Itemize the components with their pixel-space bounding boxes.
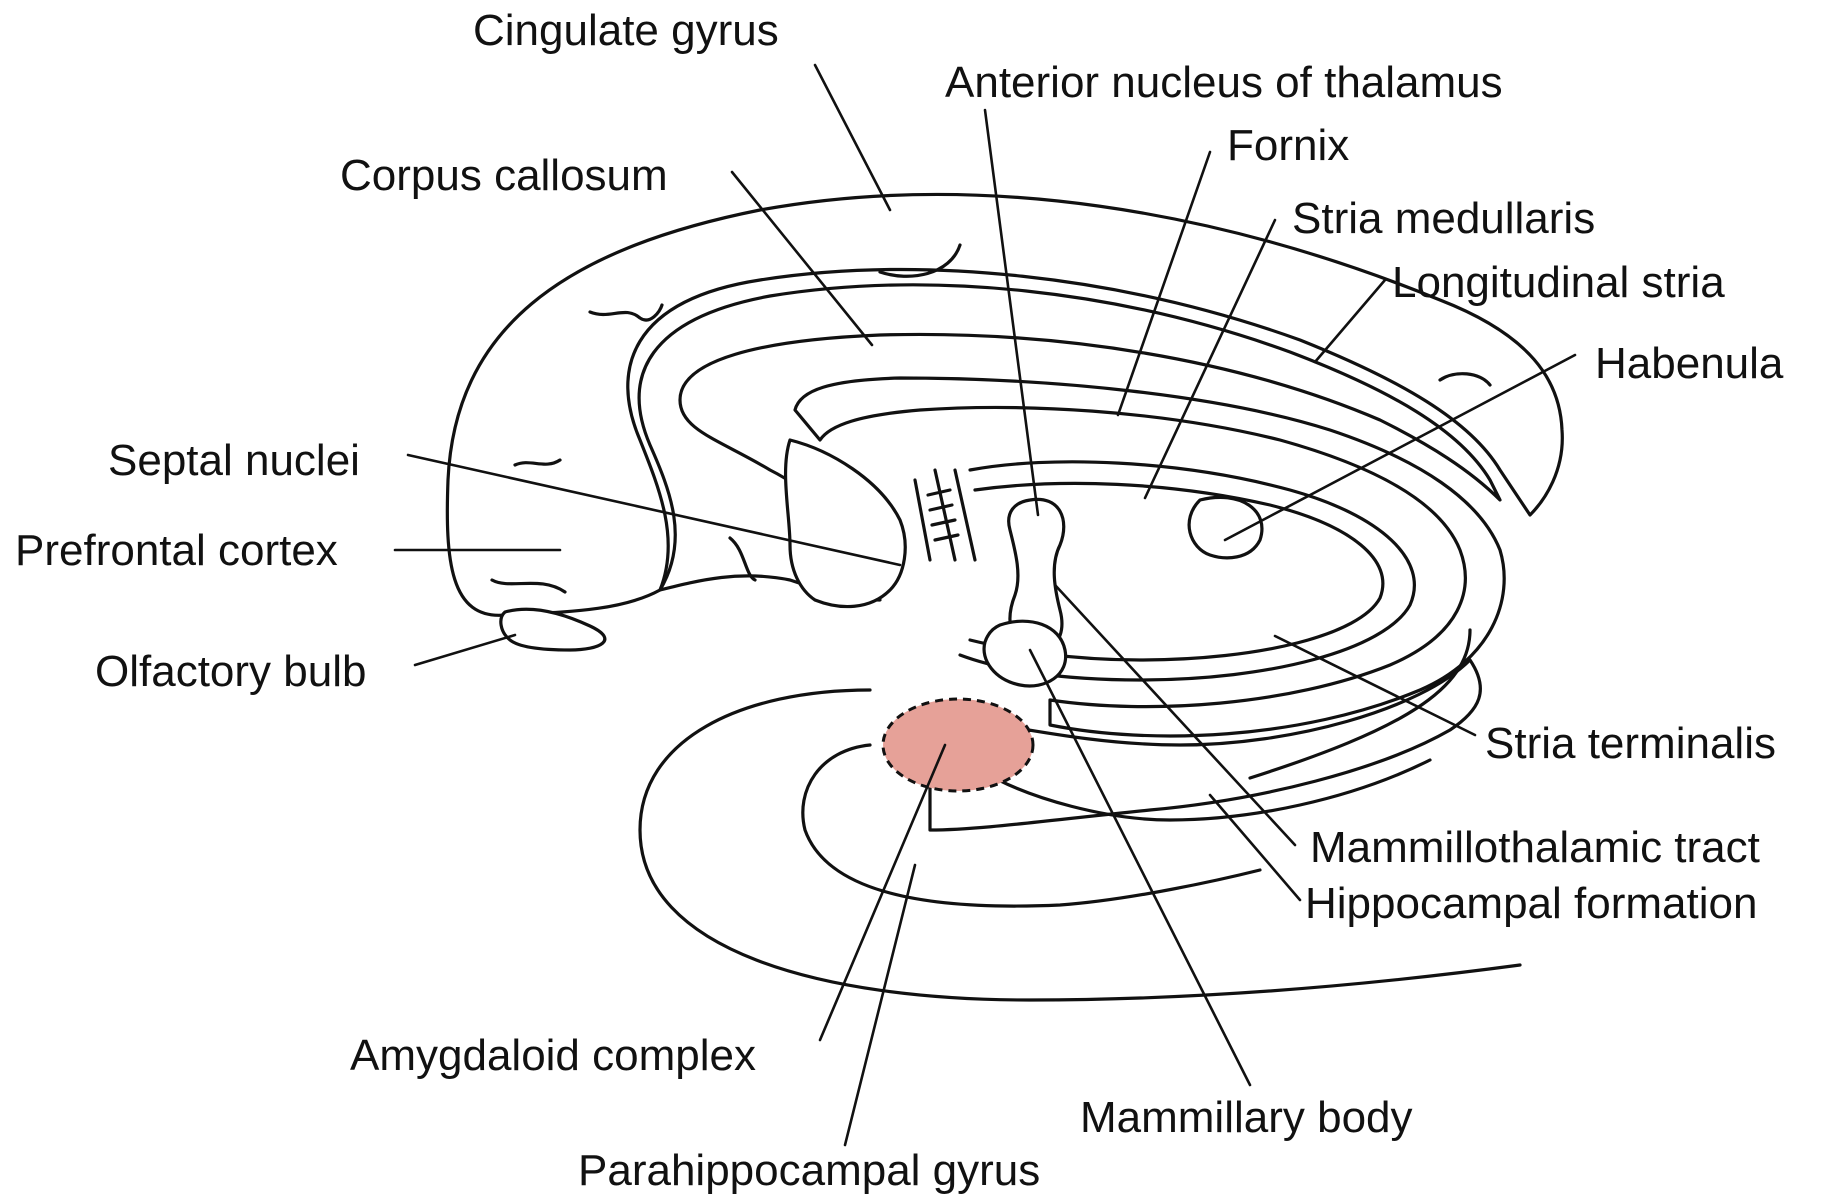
leader-hippocampal-formation [1210,795,1300,900]
label-longitudinal-stria: Longitudinal stria [1392,258,1725,307]
label-fornix: Fornix [1227,121,1349,170]
label-stria-terminalis: Stria terminalis [1485,719,1776,768]
label-mammillothalamic-tract: Mammillothalamic tract [1310,823,1760,872]
mammillary-body-shape [984,621,1066,686]
septal-region [786,440,906,607]
fornix-columns [915,470,975,560]
amygdaloid-complex-shape [883,699,1033,791]
leader-cingulate-gyrus [815,65,890,210]
label-cingulate-gyrus: Cingulate gyrus [473,6,779,55]
label-prefrontal-cortex: Prefrontal cortex [15,526,338,575]
leader-parahippocampal-gyrus [845,865,915,1145]
label-stria-medullaris: Stria medullaris [1292,194,1595,243]
label-hippocampal-formation: Hippocampal formation [1305,879,1757,928]
label-olfactory-bulb: Olfactory bulb [95,647,366,696]
label-anterior-nucleus-of-thalamus: Anterior nucleus of thalamus [945,58,1503,107]
label-amygdaloid-complex: Amygdaloid complex [350,1031,756,1080]
labels: Cingulate gyrus Anterior nucleus of thal… [15,6,1784,1194]
label-parahippocampal-gyrus: Parahippocampal gyrus [578,1146,1040,1194]
label-septal-nuclei: Septal nuclei [108,436,360,485]
fornix-ladder [928,490,958,540]
label-corpus-callosum: Corpus callosum [340,151,668,200]
leader-fornix [1118,152,1210,415]
label-habenula: Habenula [1595,339,1784,388]
leader-olfactory-bulb [415,635,515,665]
label-mammillary-body: Mammillary body [1080,1093,1413,1142]
olfactory-bulb-shape [501,609,605,650]
leader-longitudinal-stria [1315,280,1385,362]
